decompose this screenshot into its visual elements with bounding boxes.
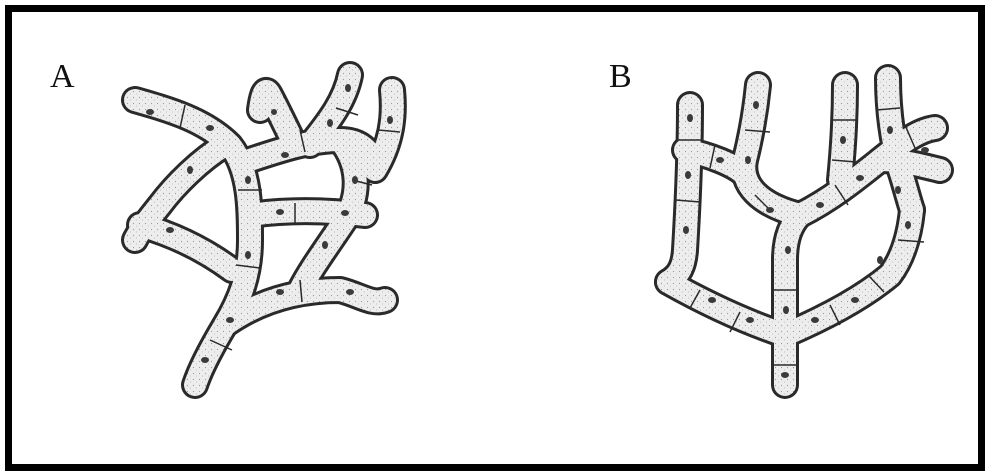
hyphae-panel-b	[668, 78, 940, 385]
hyphae-panel-a	[135, 75, 400, 385]
